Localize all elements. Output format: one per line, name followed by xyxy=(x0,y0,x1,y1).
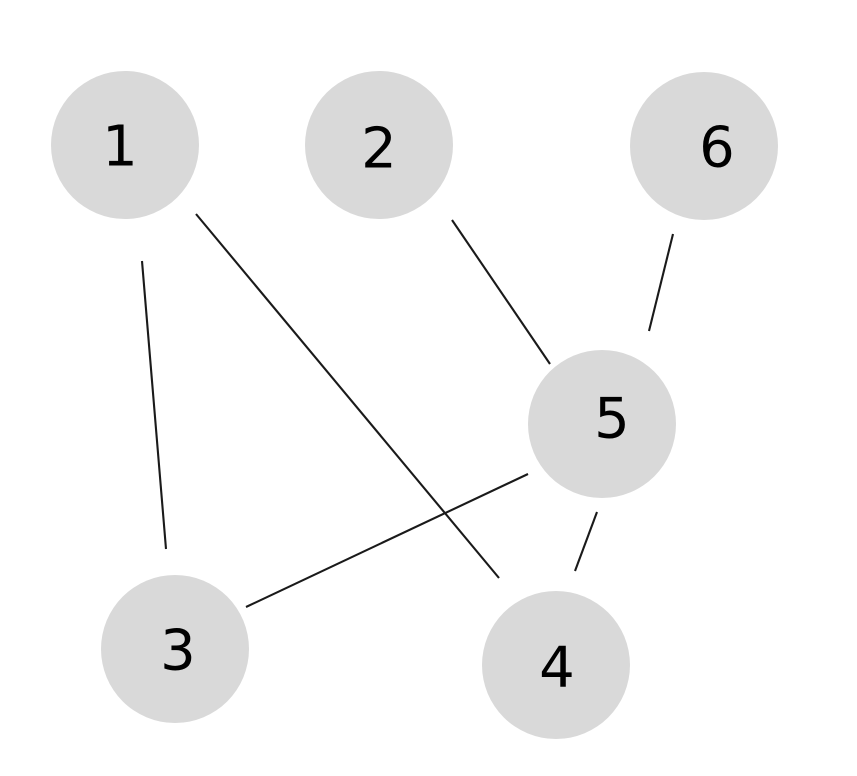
graph-edge-1-4[interactable] xyxy=(195,213,500,579)
graph-node-2[interactable]: 2 xyxy=(305,71,453,219)
node-label-5: 5 xyxy=(594,387,630,452)
node-circle-5[interactable] xyxy=(528,350,676,498)
graph-node-4[interactable]: 4 xyxy=(482,591,630,739)
node-circle-2[interactable] xyxy=(305,71,453,219)
node-label-3: 3 xyxy=(160,619,196,684)
nodes-layer: 1 2 3 4 5 6 xyxy=(51,71,778,739)
node-label-2: 2 xyxy=(361,117,397,182)
graph-node-1[interactable]: 1 xyxy=(51,71,199,219)
graph-node-6[interactable]: 6 xyxy=(630,72,778,220)
graph-edge-1-3[interactable] xyxy=(140,260,168,550)
graph-edge-5-4[interactable] xyxy=(574,511,598,572)
graph-node-3[interactable]: 3 xyxy=(101,575,249,723)
edges-layer xyxy=(140,213,675,608)
node-label-4: 4 xyxy=(539,636,575,701)
graph-node-5[interactable]: 5 xyxy=(528,350,676,498)
graph-edge-2-5[interactable] xyxy=(451,219,551,365)
node-circle-6[interactable] xyxy=(630,72,778,220)
node-circle-3[interactable] xyxy=(101,575,249,723)
node-label-6: 6 xyxy=(699,116,735,181)
node-label-1: 1 xyxy=(102,115,138,180)
graph-edge-3-5[interactable] xyxy=(245,473,529,608)
node-circle-4[interactable] xyxy=(482,591,630,739)
graph-edge-6-5[interactable] xyxy=(647,233,675,332)
node-circle-1[interactable] xyxy=(51,71,199,219)
